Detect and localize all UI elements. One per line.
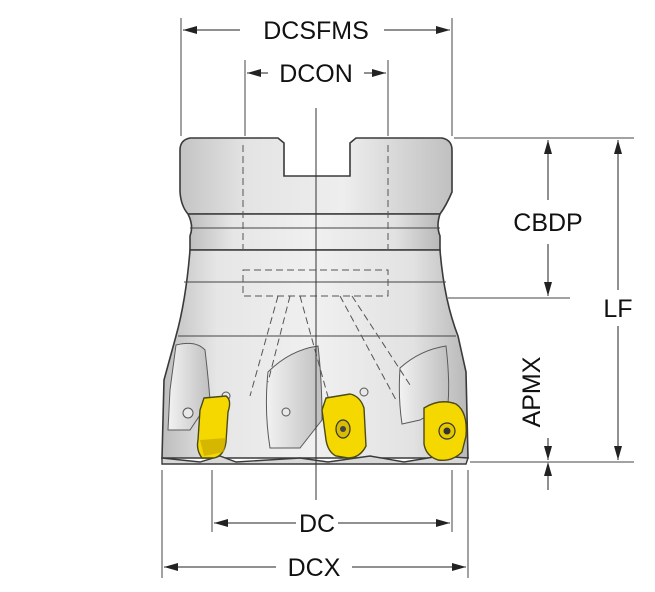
arrow-right-icon (372, 69, 386, 77)
coolant-hole-icon (182, 407, 194, 419)
extension-lines (161, 18, 634, 578)
dim-label-dcon: DCON (279, 60, 353, 88)
dim-label-dcx: DCX (288, 554, 341, 582)
arrow-left-icon (183, 26, 197, 34)
arrow-right-icon (436, 519, 450, 527)
dimension-dc: DC (214, 510, 450, 538)
cutting-insert (196, 395, 231, 459)
arrow-up-icon (544, 140, 552, 154)
dimension-dcsfms: DCSFMS (183, 17, 450, 45)
dim-label-apmx: APMX (518, 356, 546, 427)
cutting-insert (321, 393, 367, 459)
arrow-down-icon (544, 446, 552, 460)
torx-screw-icon (443, 427, 451, 435)
cutter-neck (186, 213, 442, 251)
chip-flute (265, 345, 323, 449)
dimension-cbdp: CBDP (513, 140, 583, 296)
arrow-up-icon (544, 462, 552, 476)
torx-screw-icon (340, 426, 346, 432)
dim-label-cbdp: CBDP (513, 209, 582, 237)
dimension-lf: LF (603, 140, 633, 460)
arrow-down-icon (614, 446, 622, 460)
arrow-left-icon (214, 519, 228, 527)
cutter-body (161, 137, 469, 465)
dim-label-dcsfms: DCSFMS (263, 17, 369, 45)
arrow-right-icon (452, 563, 466, 571)
dim-label-dc: DC (299, 510, 335, 538)
arrow-up-icon (614, 140, 622, 154)
dimension-dcx: DCX (164, 554, 466, 582)
arrow-left-icon (247, 69, 261, 77)
arrow-left-icon (164, 563, 178, 571)
cutting-insert (423, 401, 467, 462)
arrow-down-icon (544, 282, 552, 296)
coolant-hole-icon (281, 407, 291, 417)
coolant-hole-icon (359, 387, 369, 397)
dimension-apmx: APMX (518, 356, 552, 490)
arrow-right-icon (436, 26, 450, 34)
dimension-dcon: DCON (247, 60, 386, 88)
hidden-lines (242, 145, 413, 405)
dim-label-lf: LF (603, 295, 632, 323)
